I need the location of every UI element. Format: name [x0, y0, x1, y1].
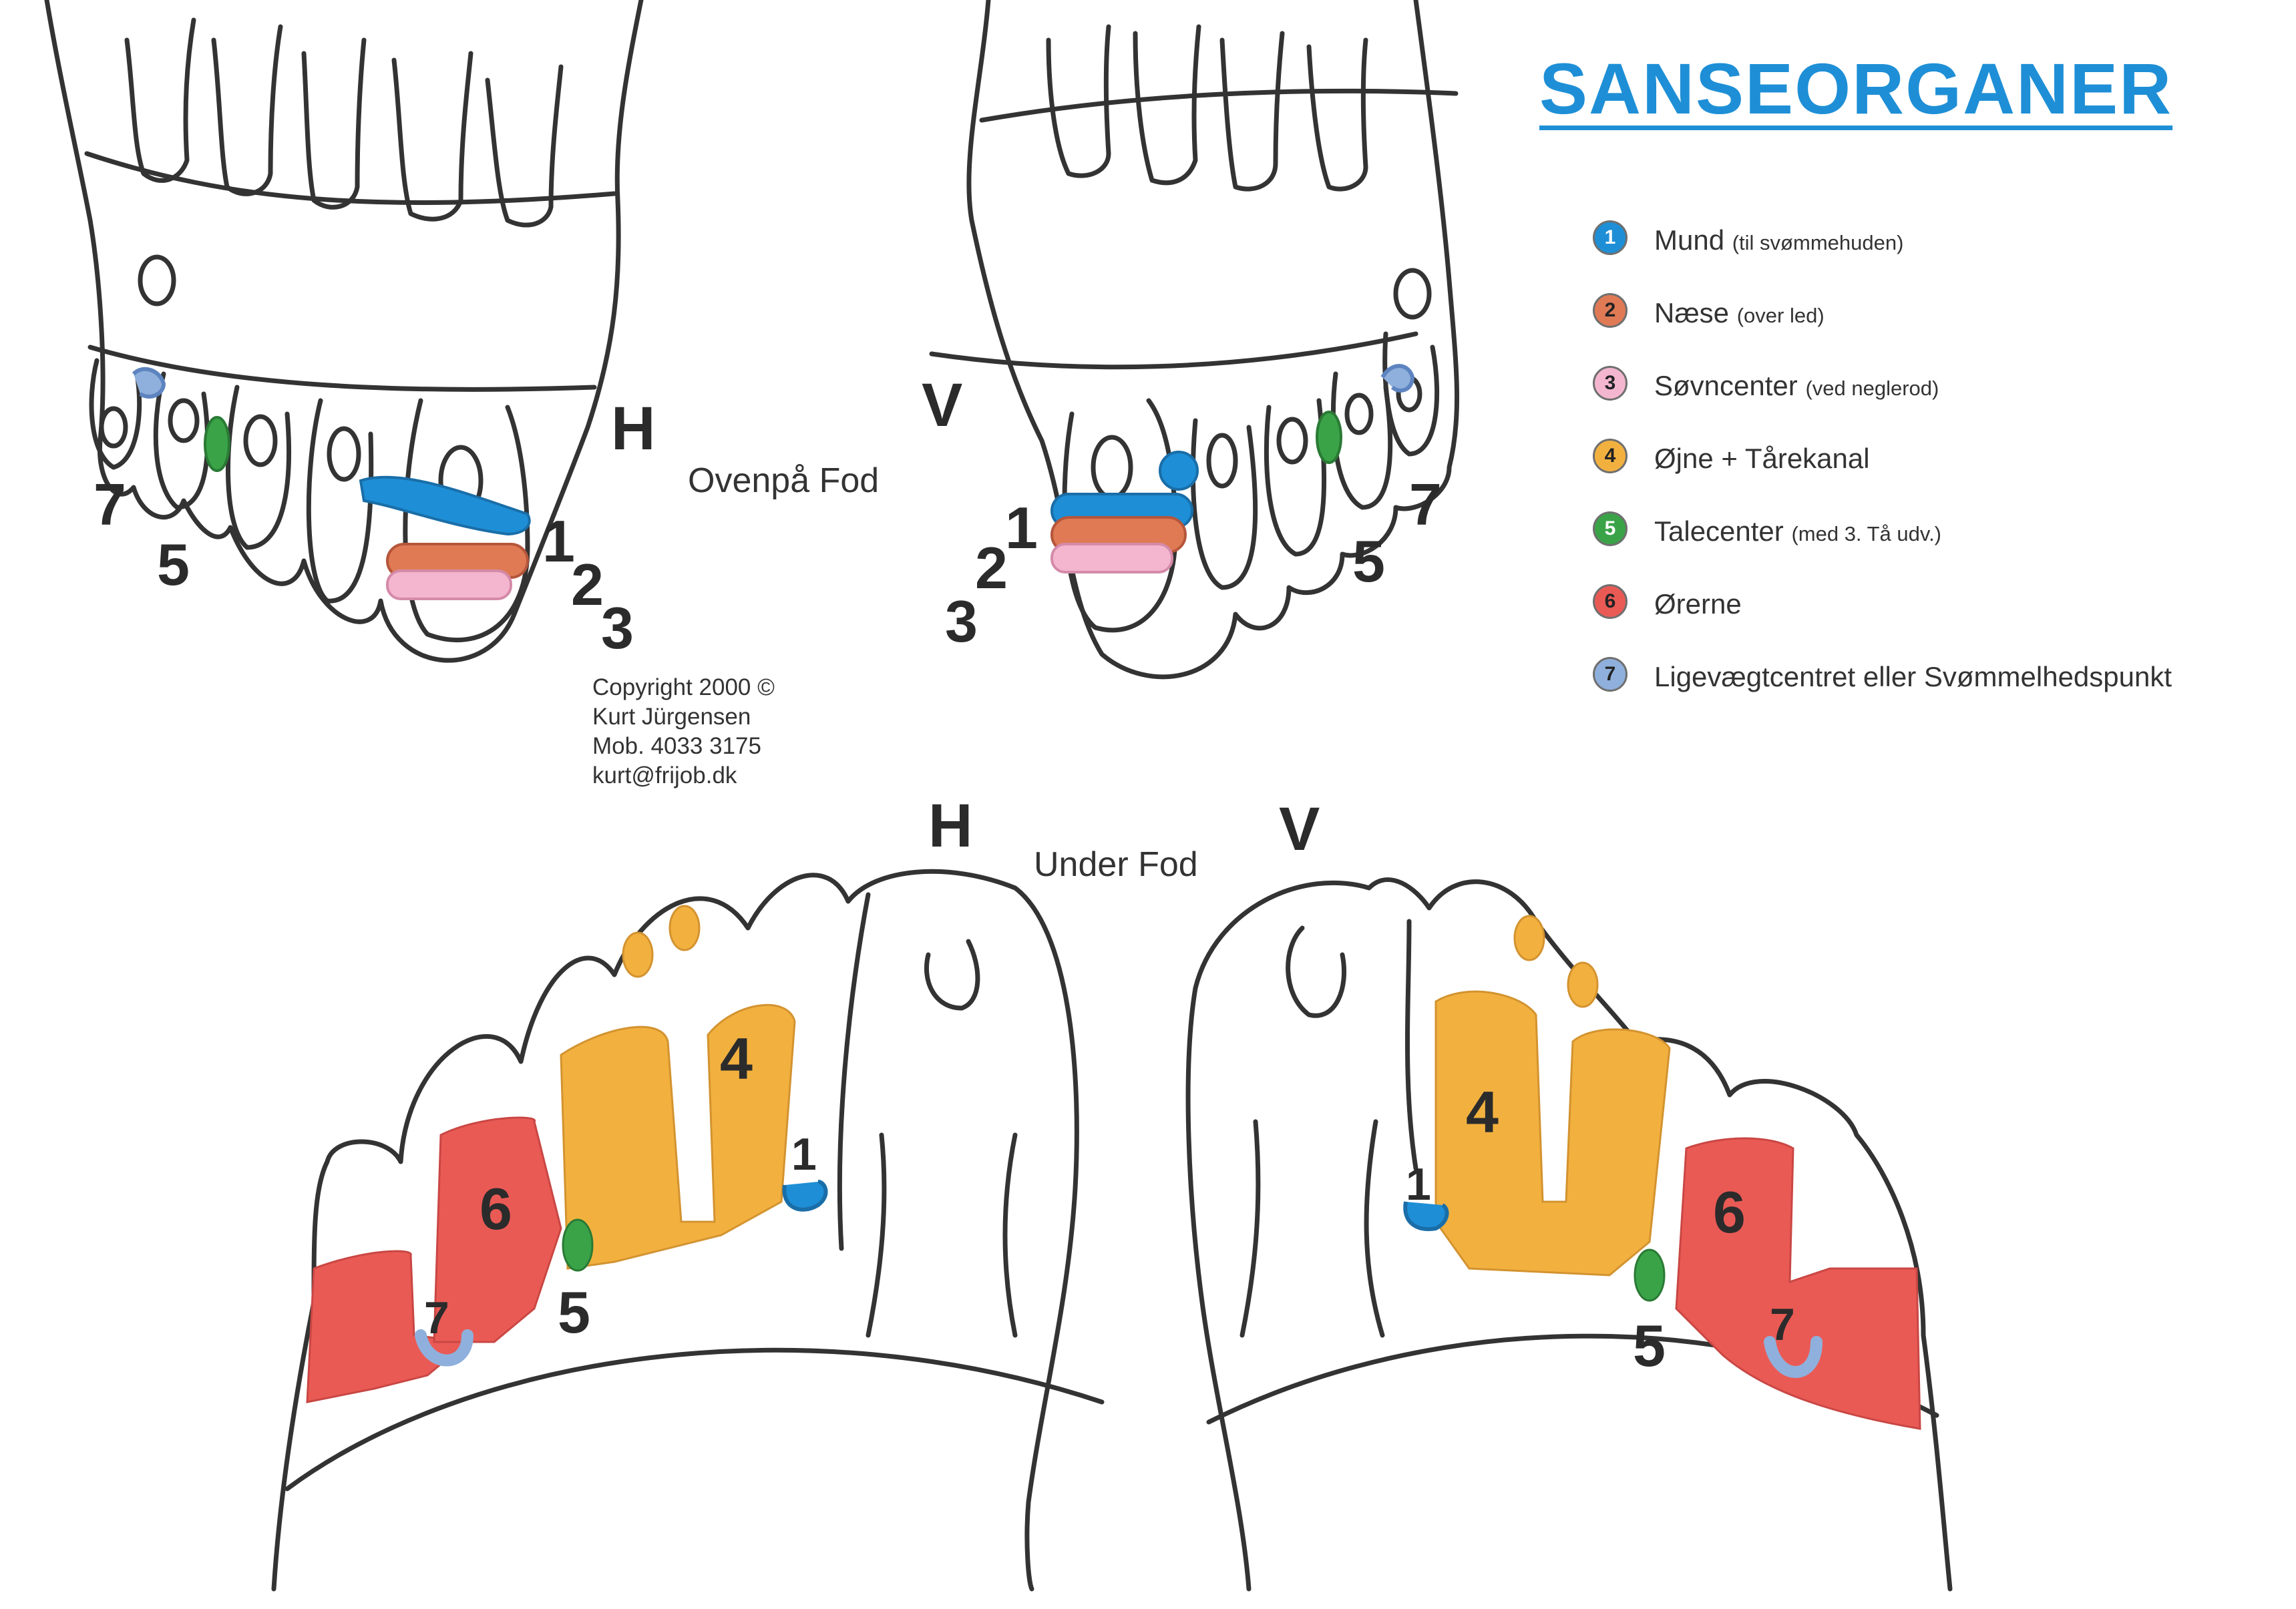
bottom-left-foot-outline — [1185, 877, 1953, 1592]
legend-dot: 1 — [1593, 220, 1628, 255]
zone-number: 6 — [1713, 1179, 1746, 1245]
legend-dot: 6 — [1593, 584, 1628, 619]
bottom-section-label: Under Fod — [1034, 845, 1198, 884]
legend-label: Ligevægtcentret eller Svømmelhedspunkt — [1654, 661, 2172, 693]
zone-number: 4 — [720, 1025, 753, 1092]
copyright-email: kurt@frijob.dk — [592, 762, 737, 788]
zone-number: 1 — [1406, 1159, 1431, 1210]
zone-number: 6 — [480, 1176, 512, 1242]
page-title: SANSEORGANER — [1539, 48, 2173, 129]
legend-label-text: Søvncenter — [1654, 370, 1798, 401]
top-section-label: Ovenpå Fod — [688, 461, 880, 500]
top-right-foot-letter: H — [611, 395, 656, 463]
copyright-phone: Mob. 4033 3175 — [592, 733, 761, 759]
zone-number: 2 — [975, 535, 1008, 601]
zone-number: 5 — [1352, 528, 1385, 594]
legend-note: (til svømmehuden) — [1732, 231, 1904, 254]
top-left-foot-zones — [1050, 364, 1415, 573]
zone-number: 7 — [424, 1293, 449, 1343]
legend-dot: 5 — [1593, 511, 1628, 546]
copyright-line: Copyright 2000 © — [592, 674, 775, 700]
copyright-author: Kurt Jürgensen — [592, 704, 751, 730]
legend-label: Øjne + Tårekanal — [1654, 443, 1870, 475]
legend-label-text: Næse — [1654, 297, 1730, 328]
copyright-block: Copyright 2000 © Kurt Jürgensen Mob. 403… — [592, 673, 775, 790]
legend-note: (ved neglerod) — [1805, 377, 1939, 400]
zone-number: 7 — [1409, 471, 1442, 537]
zone-number: 5 — [558, 1279, 590, 1345]
legend-note: (med 3. Tå udv.) — [1791, 522, 1942, 545]
legend-dot: 2 — [1593, 293, 1628, 328]
bottom-right-foot-outline — [271, 869, 1105, 1592]
legend-label: Talecenter (med 3. Tå udv.) — [1654, 515, 1941, 547]
legend-dot: 7 — [1593, 657, 1628, 692]
zone-number: 4 — [1466, 1079, 1499, 1145]
zone-number: 7 — [1770, 1299, 1795, 1350]
top-left-foot-letter: V — [922, 371, 963, 439]
legend-label: Ørerne — [1654, 588, 1742, 620]
bottom-right-foot-letter: H — [928, 792, 973, 860]
zone-number: 3 — [601, 595, 634, 661]
legend-label: Næse (over led) — [1654, 297, 1825, 329]
zone-number: 1 — [542, 508, 575, 574]
zone-number: 2 — [571, 551, 604, 618]
zone-number: 5 — [157, 531, 190, 598]
legend-dot: 3 — [1593, 366, 1628, 401]
zone-number: 7 — [93, 471, 126, 537]
legend-label: Mund (til svømmehuden) — [1654, 224, 1903, 256]
legend-label-text: Ørerne — [1654, 588, 1742, 620]
zone-number: 1 — [791, 1129, 817, 1180]
legend-label-text: Mund — [1654, 224, 1725, 256]
bottom-right-foot-zones — [306, 905, 828, 1403]
legend-label-text: Øjne + Tårekanal — [1654, 443, 1870, 474]
legend-note: (over led) — [1736, 304, 1825, 327]
bottom-left-foot-zones — [1403, 915, 1921, 1430]
legend-label: Søvncenter (ved neglerod) — [1654, 370, 1939, 402]
legend-dot: 4 — [1593, 439, 1628, 473]
bottom-left-foot-letter: V — [1279, 795, 1320, 863]
zone-number: 1 — [1005, 495, 1038, 561]
legend-label-text: Ligevægtcentret eller Svømmelhedspunkt — [1654, 661, 2172, 692]
zone-number: 5 — [1633, 1313, 1666, 1379]
zone-number: 3 — [945, 588, 978, 654]
legend-label-text: Talecenter — [1654, 515, 1784, 547]
top-right-foot-zones — [132, 367, 531, 600]
